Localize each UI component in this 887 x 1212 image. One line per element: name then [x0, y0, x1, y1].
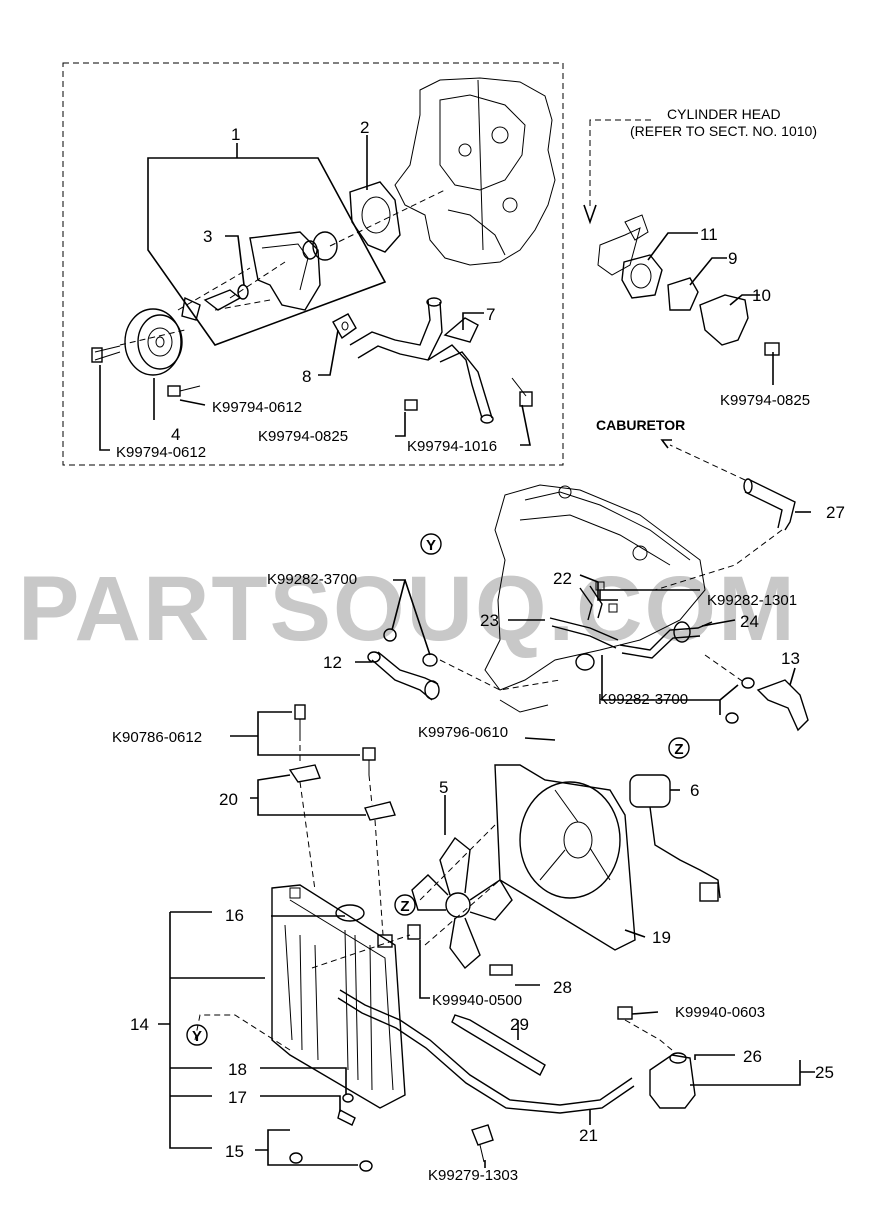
callout-20: 20	[219, 790, 238, 809]
callout-16: 16	[225, 906, 244, 925]
callout-3: 3	[203, 227, 212, 246]
callout-23: 23	[480, 611, 499, 630]
fan-shroud-drawing	[494, 764, 721, 951]
marker-z-right: Z	[668, 737, 690, 759]
callout-22: 22	[553, 569, 572, 588]
reservoir-and-hoses-drawing	[337, 989, 696, 1163]
cylinder-head-ref-line	[589, 119, 655, 210]
callout-4: 4	[171, 425, 180, 444]
callout-13: 13	[781, 649, 800, 668]
callout-5: 5	[439, 778, 448, 797]
cylinder-head-note: CYLINDER HEAD	[667, 106, 781, 122]
callout-10: 10	[752, 286, 771, 305]
watermark: PARTSOUQ.COM	[18, 558, 797, 660]
svg-text:Y: Y	[192, 1028, 202, 1045]
leader-lines	[99, 135, 815, 1168]
hoses-drawing	[367, 581, 809, 732]
part-number-k99282-3700-lower: K99282-3700	[598, 691, 688, 708]
cylinder-head-arrow	[583, 204, 597, 225]
bracket-alignment-lines	[299, 735, 384, 936]
water-pump-group-frame	[62, 62, 564, 466]
engine-drawing	[484, 484, 706, 713]
hose-27-drawing	[743, 478, 796, 531]
lower-alignment-lines	[194, 824, 673, 1051]
callout-7: 7	[486, 305, 495, 324]
part-number-k99794-0612-lower: K99794-0612	[116, 444, 206, 461]
callout-1-bracket	[147, 157, 387, 346]
svg-text:Z: Z	[400, 898, 409, 915]
callout-19: 19	[652, 928, 671, 947]
callout-29: 29	[510, 1015, 529, 1034]
part-number-k99279-1303: K99279-1303	[428, 1167, 518, 1184]
callout-2: 2	[360, 118, 369, 137]
callout-1: 1	[231, 125, 240, 144]
svg-text:Y: Y	[426, 537, 436, 554]
callout-25: 25	[815, 1063, 834, 1082]
part-number-k99796-0610: K99796-0610	[418, 724, 508, 741]
callout-18: 18	[228, 1060, 247, 1079]
callout-8: 8	[302, 367, 311, 386]
marker-y-top: Y	[420, 533, 442, 555]
part-number-k99940-0500: K99940-0500	[432, 992, 522, 1009]
part-number-k99794-0825-thermostat: K99794-0825	[720, 392, 810, 409]
part-number-k99940-0603: K99940-0603	[675, 1004, 765, 1021]
part-number-k99282-1301: K99282-1301	[707, 592, 797, 609]
callout-14: 14	[130, 1015, 149, 1034]
part-number-labels: K99794-0612 K99794-0612 K99794-0825 K997…	[112, 392, 810, 1184]
cylinder-head-section-note: (REFER TO SECT. NO. 1010)	[630, 123, 817, 139]
pulley-drawing	[91, 308, 201, 397]
callout-27: 27	[826, 503, 845, 522]
part-number-k99794-0612-upper: K99794-0612	[212, 399, 302, 416]
part-number-k99282-3700-upper: K99282-3700	[267, 571, 357, 588]
callout-28: 28	[553, 978, 572, 997]
radiator-drawing	[271, 884, 406, 1172]
radiator-brackets-drawing	[288, 704, 396, 821]
callout-numbers: 1 2 3 4 5 6 7 8 9 10 11 12 13 14 15 16 1…	[130, 118, 845, 1161]
part-number-k99794-1016: K99794-1016	[407, 438, 497, 455]
callout-6: 6	[690, 781, 699, 800]
marker-z-left: Z	[394, 894, 416, 916]
pump-alignment-lines	[119, 189, 446, 346]
marker-y-bottom: Y	[186, 1024, 208, 1046]
callout-11: 11	[700, 225, 718, 244]
svg-text:Z: Z	[674, 741, 683, 758]
water-pipe-drawing	[332, 297, 533, 424]
thermostat-group-drawing	[597, 214, 780, 356]
cooling-fan-drawing	[407, 836, 513, 976]
water-pump-assembly-drawing	[181, 181, 401, 321]
callout-24: 24	[740, 612, 759, 631]
caburetor-note: CABURETOR	[596, 417, 685, 433]
callout-26: 26	[743, 1047, 762, 1066]
callout-17: 17	[228, 1088, 247, 1107]
hose-alignment-lines	[439, 444, 783, 691]
reference-notes: CYLINDER HEAD (REFER TO SECT. NO. 1010) …	[596, 106, 817, 433]
callout-21: 21	[579, 1126, 598, 1145]
caburetor-arrow	[660, 439, 672, 449]
callout-12: 12	[323, 653, 342, 672]
part-number-k90786-0612: K90786-0612	[112, 729, 202, 746]
engine-block-drawing	[394, 77, 556, 266]
part-number-k99794-0825-pump: K99794-0825	[258, 428, 348, 445]
callout-15: 15	[225, 1142, 244, 1161]
callout-9: 9	[728, 249, 737, 268]
